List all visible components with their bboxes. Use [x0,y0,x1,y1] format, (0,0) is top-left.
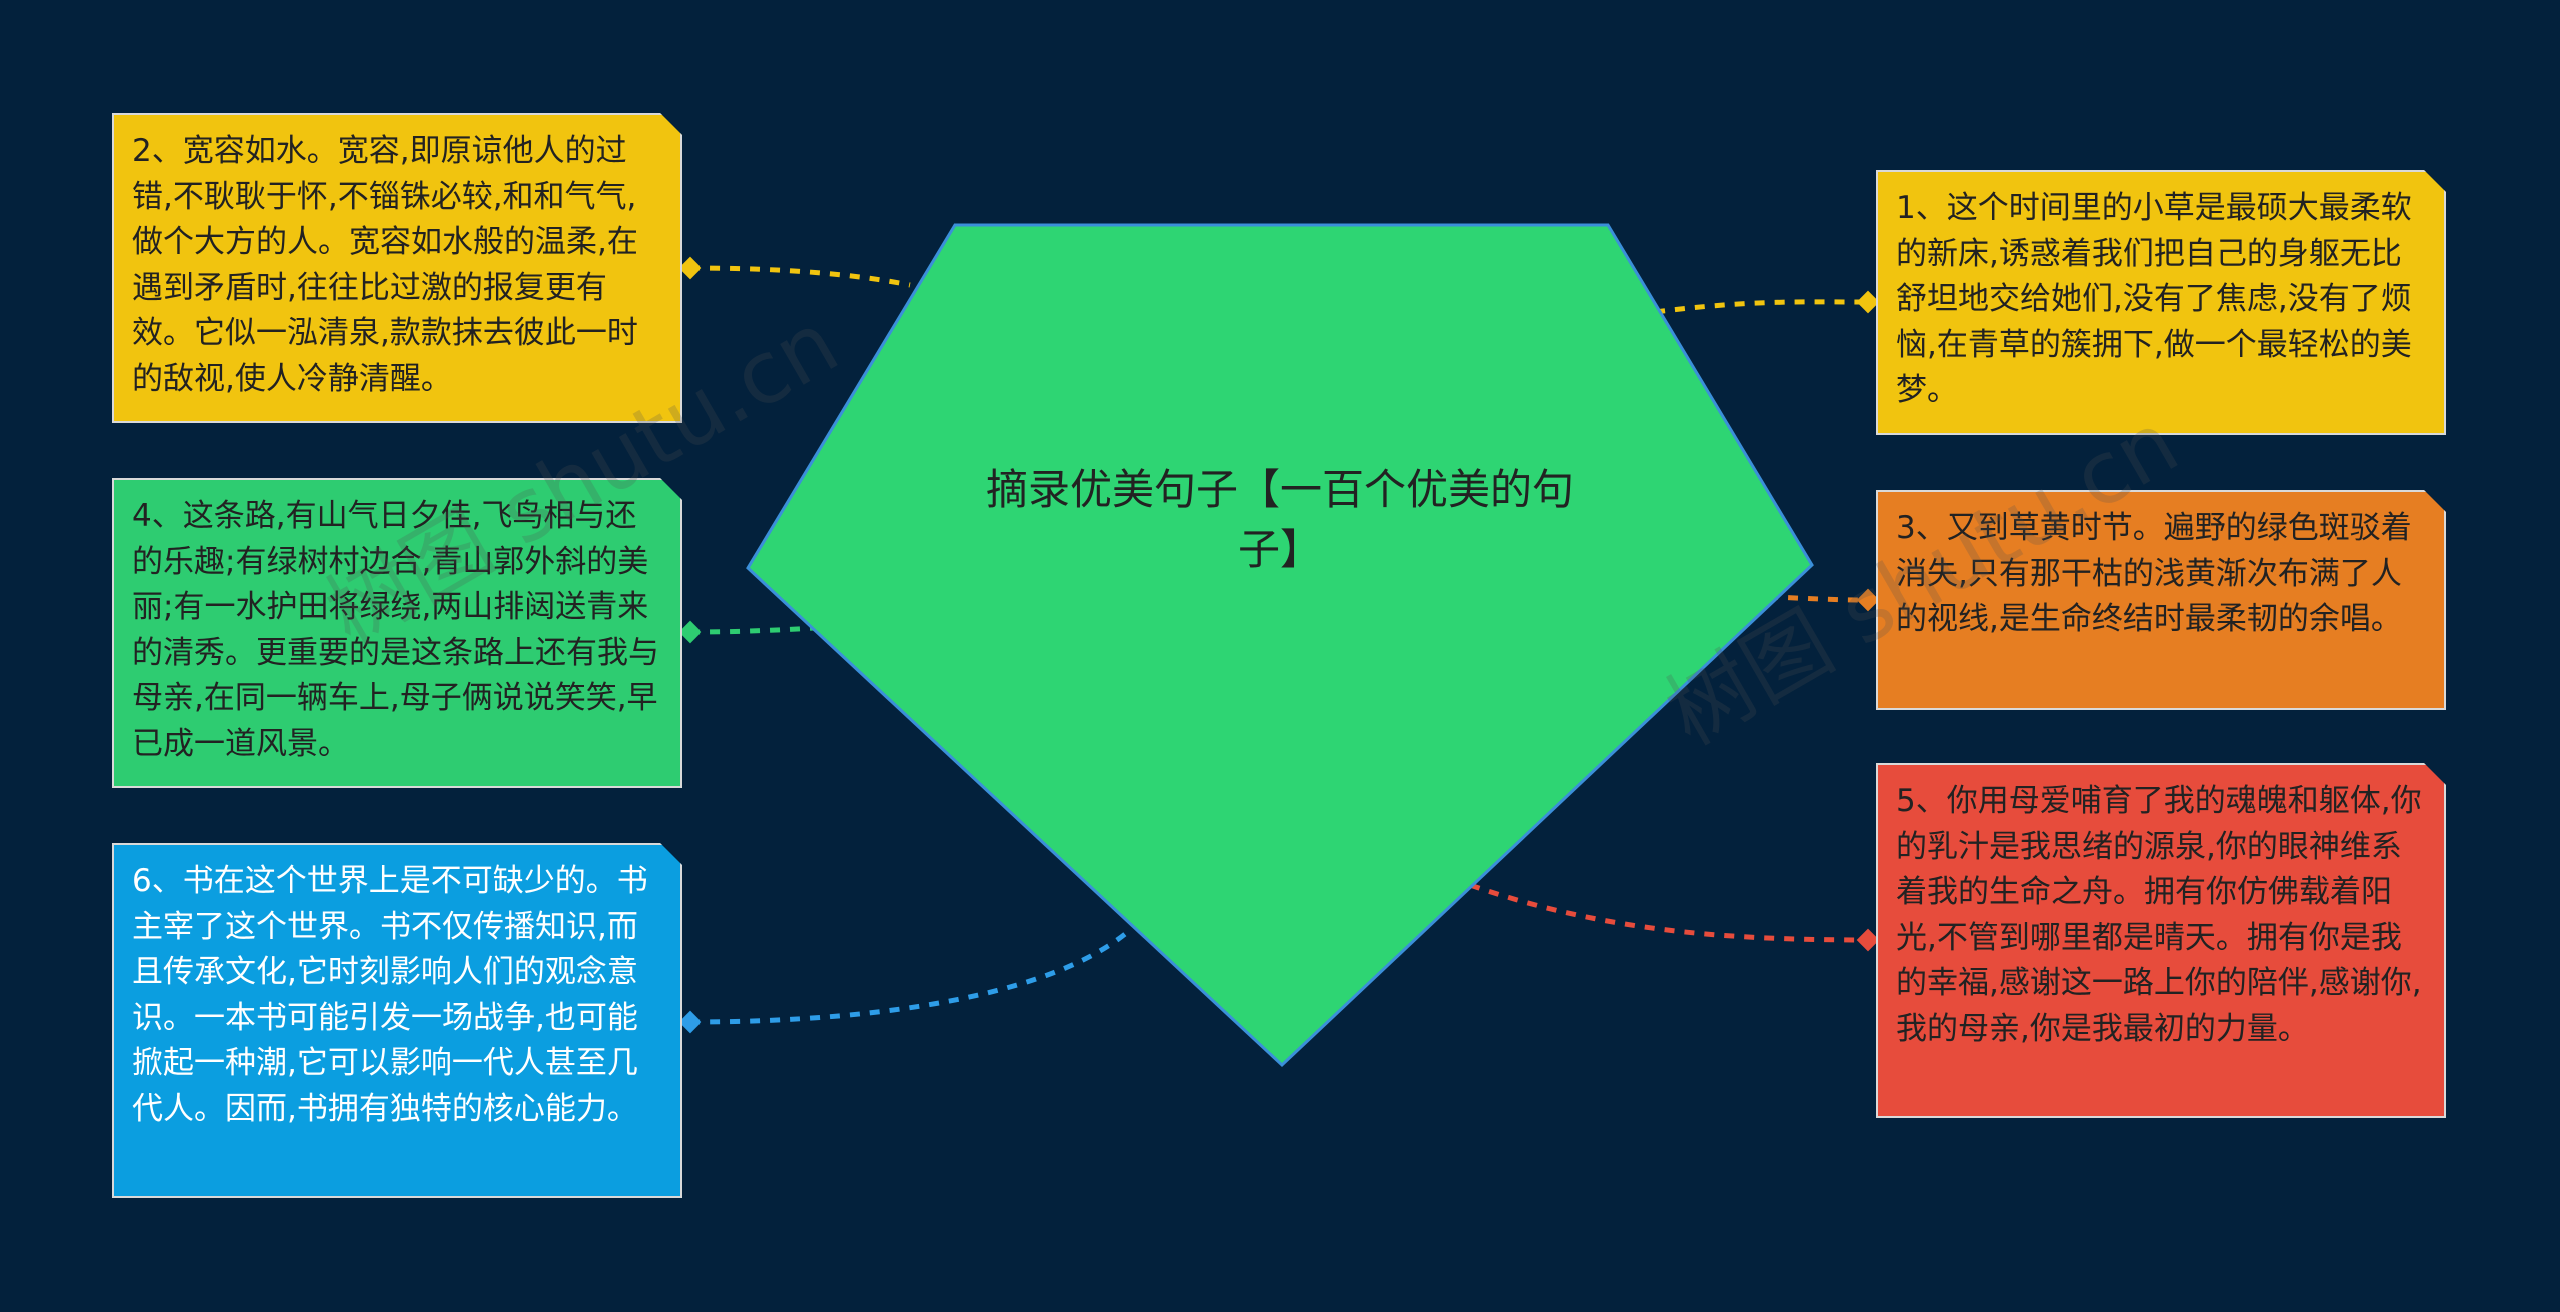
connector-diamond-n1 [1856,290,1880,314]
connector-diamond-n4 [678,620,702,644]
connector-diamond-n2 [678,256,702,280]
node-card-4[interactable]: 4、这条路,有山气日夕佳,飞鸟相与还的乐趣;有绿树村边合,青山郭外斜的美丽;有一… [112,478,682,788]
link-n1 [1654,299,1869,315]
center-topic-title[interactable]: 摘录优美句子【一百个优美的句子】 [985,465,1574,574]
node-card-2[interactable]: 2、宽容如水。宽容,即原谅他人的过错,不耿耿于怀,不锱铢必较,和和气气,做个大方… [112,113,682,423]
center-pentagon[interactable] [746,223,1814,1068]
connector-diamond-n5 [1856,928,1880,952]
link-n4 [689,625,816,635]
link-n3 [1747,593,1869,603]
node-card-3[interactable]: 3、又到草黄时节。遍野的绿色斑驳着消失,只有那干枯的浅黄渐次布满了人的视线,是生… [1876,490,2446,710]
node-card-5[interactable]: 5、你用母爱哺育了我的魂魄和躯体,你的乳汁是我思绪的源泉,你的眼神维系着我的生命… [1876,763,2446,1118]
link-n2 [689,265,911,288]
link-n6 [689,928,1132,1025]
connector-diamond-n6 [678,1010,702,1034]
connector-diamond-n3 [1856,588,1880,612]
node-card-1[interactable]: 1、这个时间里的小草是最硕大最柔软的新床,诱惑着我们把自己的身躯无比舒坦地交给她… [1876,170,2446,435]
link-n5 [1469,882,1869,943]
node-card-6[interactable]: 6、书在这个世界上是不可缺少的。书主宰了这个世界。书不仅传播知识,而且传承文化,… [112,843,682,1198]
